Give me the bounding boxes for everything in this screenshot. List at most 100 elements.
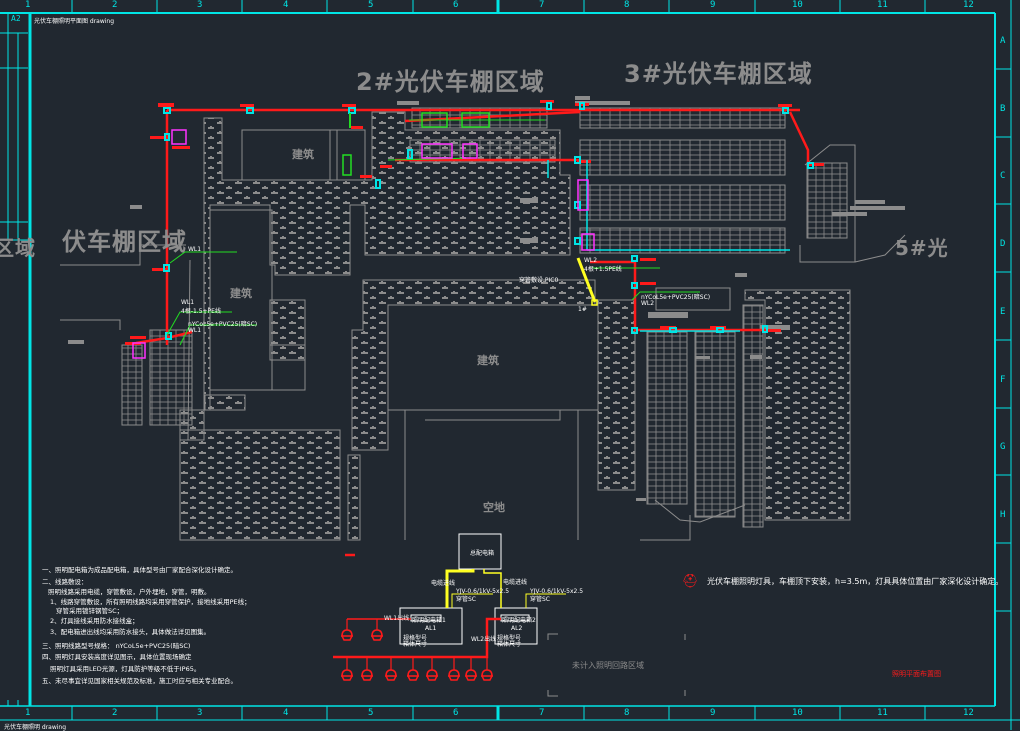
cable-label-right-cable-2: WL2 bbox=[641, 300, 655, 307]
hatched-pavement bbox=[179, 111, 851, 541]
pv-inverter-groups bbox=[132, 112, 595, 359]
right-panel-title: 照明配电箱2 bbox=[502, 617, 536, 624]
grid-row-H: H bbox=[1000, 510, 1006, 520]
grid-row-D: D bbox=[1000, 239, 1006, 249]
pendant-lamp-icon bbox=[385, 669, 397, 681]
pendant-lamp-icon: ⛑ bbox=[682, 574, 699, 589]
left-panel-sub: AL1 bbox=[425, 625, 437, 632]
left-panel-title: 照明配电箱1 bbox=[412, 617, 446, 624]
right-panel-sub: AL2 bbox=[511, 625, 523, 632]
cable-label-left-upper: WL1 bbox=[188, 246, 202, 253]
grid-col-12: 12 bbox=[963, 0, 974, 10]
grid-col-6-bottom: 6 bbox=[453, 708, 459, 718]
cable-label-left-low-2: WL1 bbox=[188, 327, 202, 334]
feed-right-label: 电缆进线 bbox=[503, 579, 528, 586]
cable-label-right-yellow: 1# bbox=[578, 306, 587, 313]
grid-col-10-bottom: 10 bbox=[792, 708, 803, 718]
cable-label-right-2: 4根+1.5PE线 bbox=[584, 266, 622, 273]
cable-label-left-mid-1: WL1 bbox=[181, 299, 195, 306]
cable-left-label-2: 穿管SC bbox=[456, 596, 476, 603]
building-label-left: 建筑 bbox=[230, 287, 252, 300]
note-line-5: 穿管采用镀锌钢管SC； bbox=[56, 607, 124, 615]
note-line-8: 三、照明线路型号规格： nYCoL5e+PVC25(暗SC) bbox=[42, 642, 191, 650]
yellow-cable bbox=[576, 257, 598, 306]
grid-row-E: E bbox=[1000, 307, 1006, 317]
cable-label-left-low: nYCoL5e+PVC25(暗SC) bbox=[188, 321, 258, 328]
cable-label-right-pipe: 穿管敷设 PIC0 bbox=[519, 277, 559, 284]
cyan-branch-lines bbox=[547, 160, 790, 332]
green-branch-wires bbox=[166, 113, 700, 346]
grid-col-8: 8 bbox=[624, 0, 630, 10]
note-line-11: 五、未尽事宜详见国家相关规范及标准，施工时应与相关专业配合。 bbox=[42, 677, 237, 685]
branch-left-label: WL1出线 bbox=[384, 615, 410, 622]
grid-col-6: 6 bbox=[453, 0, 459, 10]
grid-col-7-bottom: 7 bbox=[539, 708, 545, 718]
grid-col-12-bottom: 12 bbox=[963, 708, 974, 718]
pendant-lamps bbox=[341, 629, 493, 681]
right-panel-info-1: 规格型号 bbox=[497, 635, 522, 642]
cable-label-right-1: WL2 bbox=[584, 257, 598, 264]
grid-col-1-bottom: 1 bbox=[25, 708, 31, 718]
grid-row-F: F bbox=[1000, 375, 1006, 385]
top-caption: 光伏车棚照明平面图 drawing bbox=[34, 18, 115, 25]
branch-right-label: WL2出线 bbox=[471, 636, 497, 643]
note-line-7: 3、配电箱进出线均采用防水接头，具体做法详见图集。 bbox=[50, 628, 211, 636]
grid-col-5-bottom: 5 bbox=[368, 708, 374, 718]
grid-row-A: A bbox=[1000, 36, 1006, 46]
main-panel-label: 总配电箱 bbox=[470, 550, 495, 557]
cable-right-label: YJV-0.6/1kV-5x2.5 bbox=[530, 588, 584, 595]
pendant-lamp-icon bbox=[426, 669, 438, 681]
grid-col-3: 3 bbox=[197, 0, 203, 10]
distribution-schematic bbox=[333, 531, 686, 697]
pendant-lamp-icon bbox=[341, 629, 353, 641]
legend-text: 光伏车棚照明灯具，车棚顶下安装，h=3.5m，灯具具体位置由厂家深化设计确定。 bbox=[707, 577, 1004, 586]
cable-right-label-2: 穿管SC bbox=[530, 596, 550, 603]
drawing-name: 照明平面布置图 bbox=[892, 670, 941, 678]
grid-col-7: 7 bbox=[539, 0, 545, 10]
cable-label-right-cable: nYCoL5e+PVC25(暗SC) bbox=[641, 294, 711, 301]
cable-label-left-mid-2: 4根-1.5+PE线 bbox=[181, 308, 221, 315]
annotation-frame bbox=[655, 287, 731, 311]
grid-col-9: 9 bbox=[710, 0, 716, 10]
grid-col-8-bottom: 8 bbox=[624, 708, 630, 718]
pendant-lamp-icon bbox=[481, 669, 493, 681]
pendant-lamp-icon bbox=[371, 629, 383, 641]
left-panel-info-1: 规格型号 bbox=[403, 635, 428, 642]
note-line-9: 四、照明灯具安装高度详见图示，具体位置现场确定 bbox=[42, 653, 192, 661]
grid-col-1: 1 bbox=[25, 0, 31, 10]
pendant-lamp-icon bbox=[407, 669, 419, 681]
grid-col-5: 5 bbox=[368, 0, 374, 10]
building-label-top: 建筑 bbox=[292, 148, 314, 161]
grid-col-4: 4 bbox=[283, 0, 289, 10]
pendant-lamp-icon bbox=[465, 669, 477, 681]
grid-col-3-bottom: 3 bbox=[197, 708, 203, 718]
open-space-label: 空地 bbox=[483, 501, 505, 514]
pendant-lamp-icon bbox=[341, 669, 353, 681]
grid-col-9-bottom: 9 bbox=[710, 708, 716, 718]
note-line-3: 照明线路采用电缆，穿管敷设，户外埋地，穿管，明敷。 bbox=[48, 588, 211, 596]
zone-3-title: 3#光伏车棚区域 bbox=[624, 60, 813, 88]
note-line-2: 二、线路敷设： bbox=[42, 578, 88, 586]
cable-left-label: YJV-0.6/1kV-5x2.5 bbox=[456, 588, 510, 595]
grid-row-B: B bbox=[1000, 104, 1006, 114]
note-line-4: 1、线路穿管敷设，所有照明线路均采用穿管保护，接地线采用PE线； bbox=[50, 598, 251, 606]
grid-col-4-bottom: 4 bbox=[283, 708, 289, 718]
pendant-lamp-icon bbox=[361, 669, 373, 681]
bottom-caption: 光伏车棚照明 drawing bbox=[4, 724, 67, 731]
zone-5-title: 5#光 bbox=[895, 236, 949, 260]
zone-left-edge-title: 区域 bbox=[0, 236, 36, 260]
grid-col-10: 10 bbox=[792, 0, 803, 10]
grid-col-11-bottom: 11 bbox=[877, 708, 888, 718]
zone-2-title: 2#光伏车棚区域 bbox=[356, 68, 545, 96]
unlit-area-label: 未计入照明回路区域 bbox=[572, 661, 644, 670]
zone-1-title: 伏车棚区域 bbox=[62, 228, 187, 256]
note-line-10: 照明灯具采用LED光源，灯具防护等级不低于IP65。 bbox=[50, 665, 201, 673]
note-line-6: 2、灯具接线采用防水接线盒； bbox=[50, 617, 139, 625]
feed-left-label: 电缆进线 bbox=[431, 580, 456, 587]
right-panel-info-2: 箱体尺寸 bbox=[497, 641, 522, 648]
grid-col-2-bottom: 2 bbox=[112, 708, 118, 718]
annotation-bars bbox=[68, 96, 905, 501]
sheet-size: A2 bbox=[11, 14, 21, 23]
